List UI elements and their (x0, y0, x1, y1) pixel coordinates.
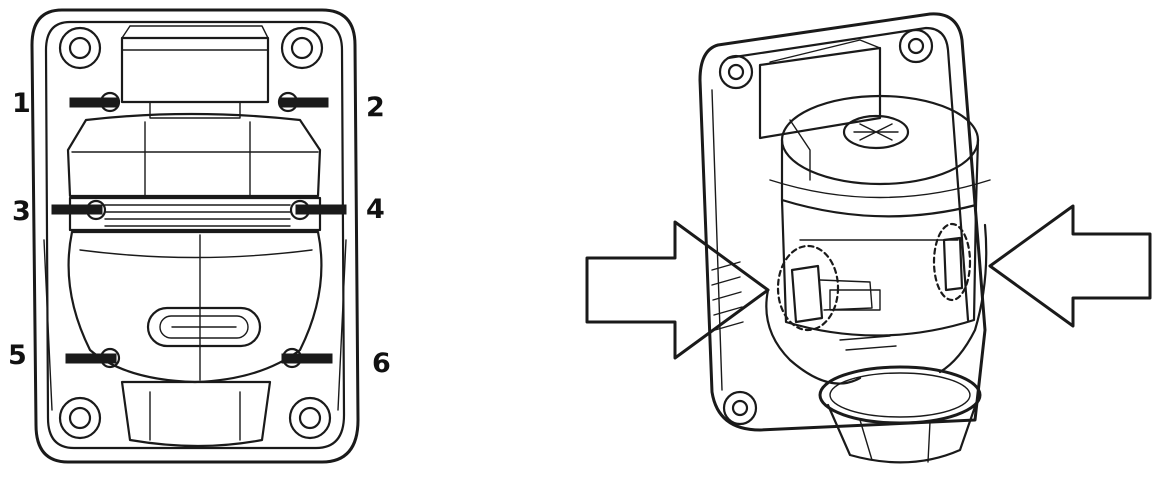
top-right-boss (280, 26, 324, 70)
clip-2 (277, 91, 329, 113)
bottom-left-boss (58, 396, 102, 440)
clip-1 (69, 91, 121, 113)
clip-5 (65, 347, 121, 369)
callout-3: 3 (12, 196, 31, 227)
arrow-pointing-left-icon (988, 204, 1152, 328)
callout-2: 2 (366, 92, 385, 123)
clip-6 (281, 347, 333, 369)
angled-connector-block (758, 39, 882, 181)
ribbed-side (711, 261, 744, 331)
angled-top-right-boss (898, 28, 934, 64)
angled-back-frame (698, 12, 987, 432)
bottom-bowl (818, 335, 982, 464)
cable-harness (765, 288, 862, 385)
angled-top-left-boss (718, 54, 754, 90)
top-left-boss (58, 26, 102, 70)
motor-top (769, 94, 991, 207)
right-latch (932, 222, 972, 302)
clip-3 (51, 199, 107, 221)
callout-1: 1 (12, 88, 31, 119)
callout-5: 5 (8, 340, 27, 371)
top-connector-block (120, 25, 270, 119)
arrow-pointing-right-icon (585, 220, 770, 360)
motor-cylinder (780, 198, 978, 337)
housing-back-view: 1 2 3 4 5 6 (8, 8, 391, 464)
callout-6: 6 (372, 348, 391, 379)
handle-slot (146, 306, 262, 348)
right-side-rail (337, 239, 347, 411)
callout-4: 4 (366, 194, 385, 225)
left-latch (776, 244, 873, 332)
bottom-right-boss (288, 396, 332, 440)
clip-4 (289, 199, 347, 221)
angled-bottom-left-boss (722, 390, 758, 426)
bottom-nozzle (120, 380, 272, 448)
ribbed-band (68, 196, 322, 232)
housing-angled-view (585, 12, 1152, 464)
left-side-rail (43, 239, 53, 411)
upper-cover (66, 112, 322, 198)
housing-inner-frame (44, 20, 346, 450)
housing-outer-frame (30, 8, 360, 464)
